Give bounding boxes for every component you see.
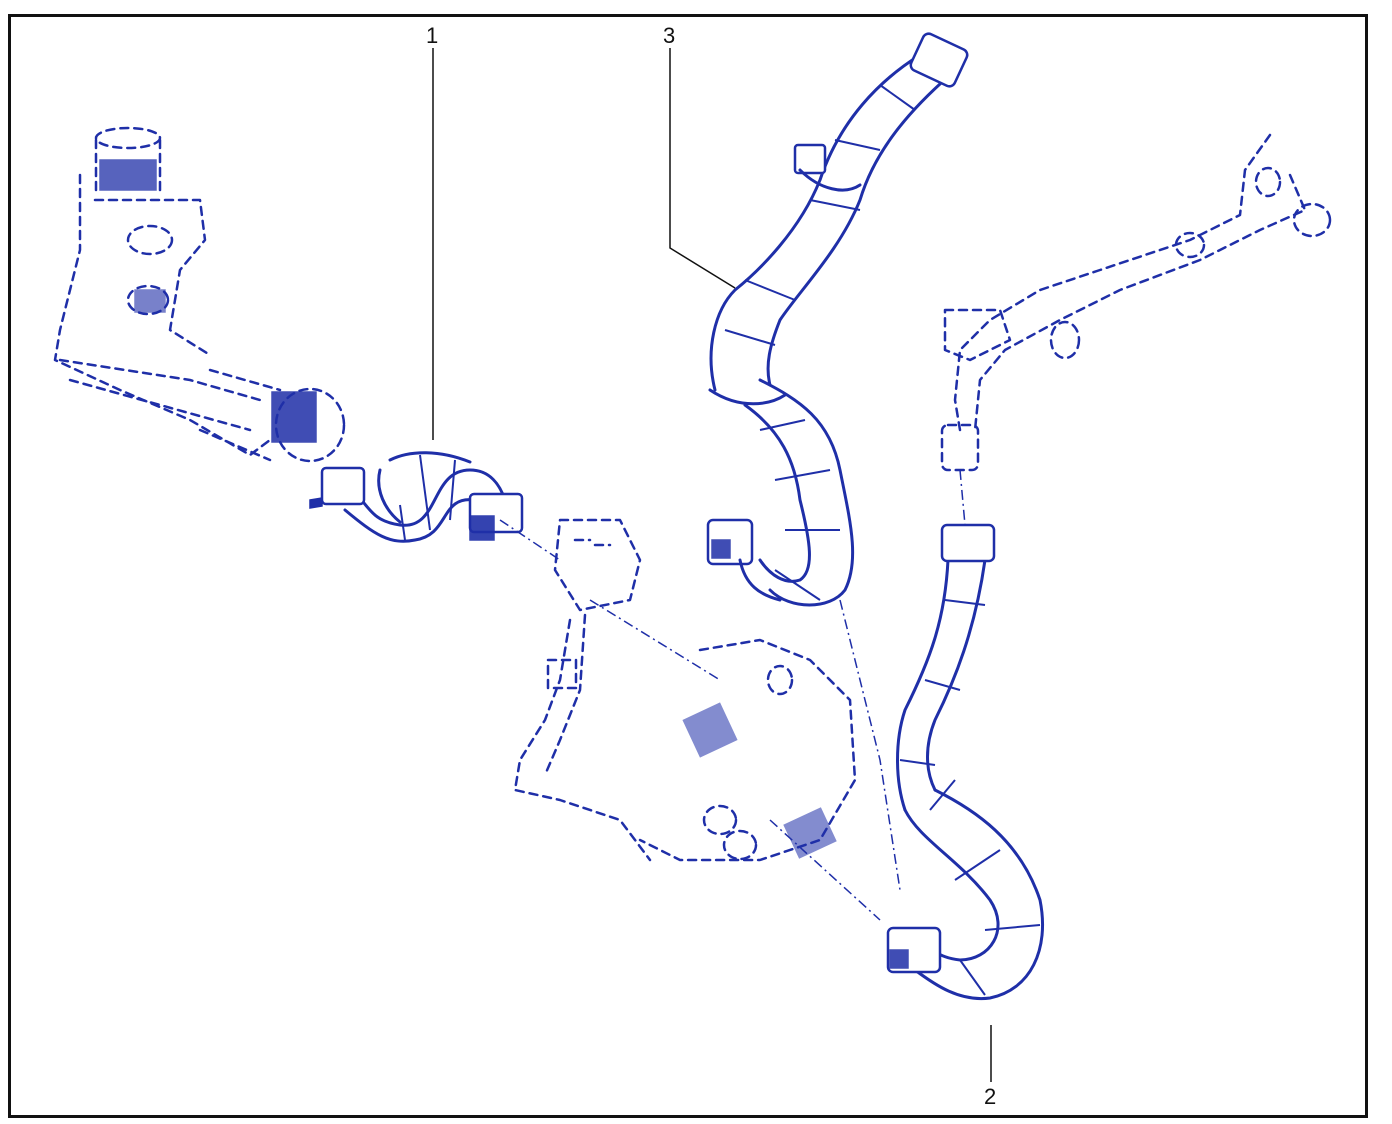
hose-3 [706, 32, 969, 607]
diagram-frame [8, 14, 1368, 1118]
callout-label-1: 1 [426, 23, 439, 48]
hose-2 [886, 523, 1045, 1001]
ghost-component-right [940, 133, 1332, 526]
callout-label-3: 3 [663, 23, 676, 48]
hose-1 [309, 451, 524, 543]
ghost-component-left [53, 126, 346, 463]
ghost-component-center [499, 518, 901, 921]
callout-label-2: 2 [984, 1084, 997, 1109]
callout-leaders [432, 48, 992, 1082]
